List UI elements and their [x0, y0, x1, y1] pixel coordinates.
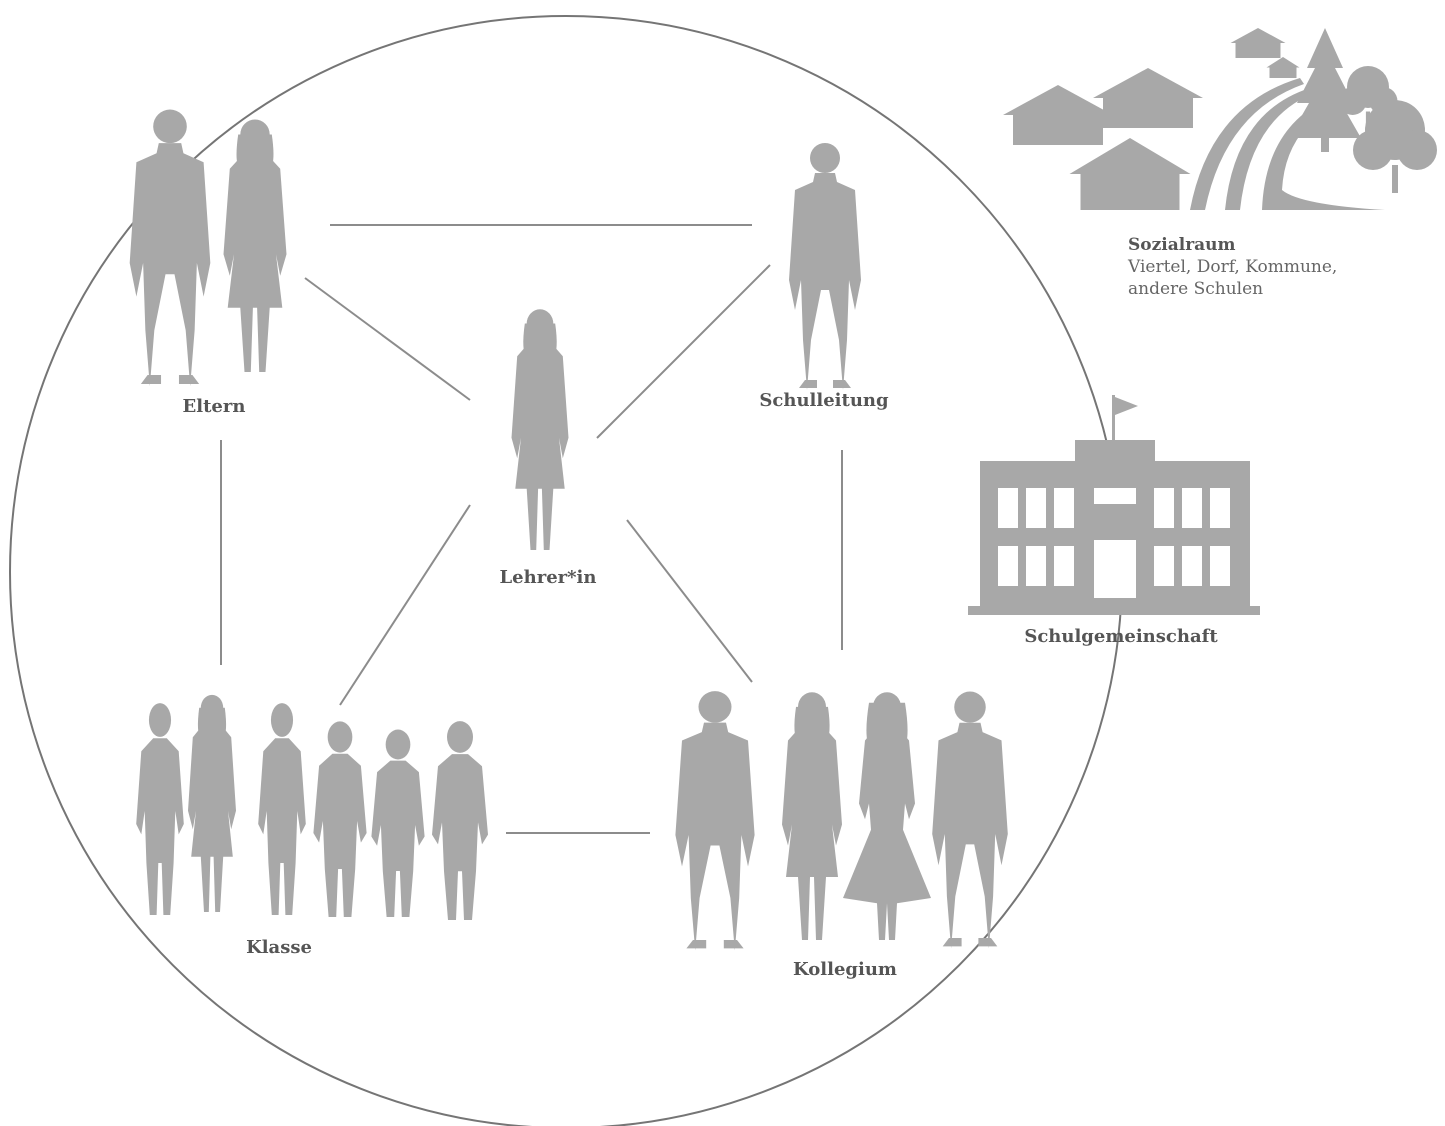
line-eltern-lehrer — [304, 277, 471, 401]
node-label-kollegium: Kollegium — [793, 959, 897, 980]
sozialraum-line1: Viertel, Dorf, Kommune, — [1128, 257, 1338, 277]
node-label-lehrer: Lehrer*in — [499, 567, 597, 588]
sozialraum-line2: andere Schulen — [1128, 279, 1264, 299]
node-label-eltern: Eltern — [182, 396, 246, 417]
schulleitung-silhouette — [789, 143, 861, 390]
node-label-schulleitung: Schulleitung — [759, 390, 889, 411]
label-schulgemeinschaft: Schulgemeinschaft — [1024, 626, 1218, 647]
sozialraum-caption: Sozialraum Viertel, Dorf, Kommune, ander… — [1128, 234, 1337, 300]
lehrer-silhouette — [511, 309, 569, 550]
village-icon — [1003, 28, 1437, 210]
node-label-klasse: Klasse — [246, 937, 312, 958]
school-building-icon — [968, 395, 1260, 615]
line-schulleitung-lehrer — [596, 264, 771, 439]
sozialraum-title: Sozialraum — [1128, 235, 1236, 255]
kollegium-silhouettes — [675, 691, 1008, 951]
line-lehrer-klasse — [339, 504, 471, 706]
line-lehrer-kollegium — [626, 519, 753, 683]
eltern-silhouettes — [129, 109, 287, 387]
connection-lines — [220, 224, 843, 834]
klasse-silhouettes — [136, 694, 488, 920]
